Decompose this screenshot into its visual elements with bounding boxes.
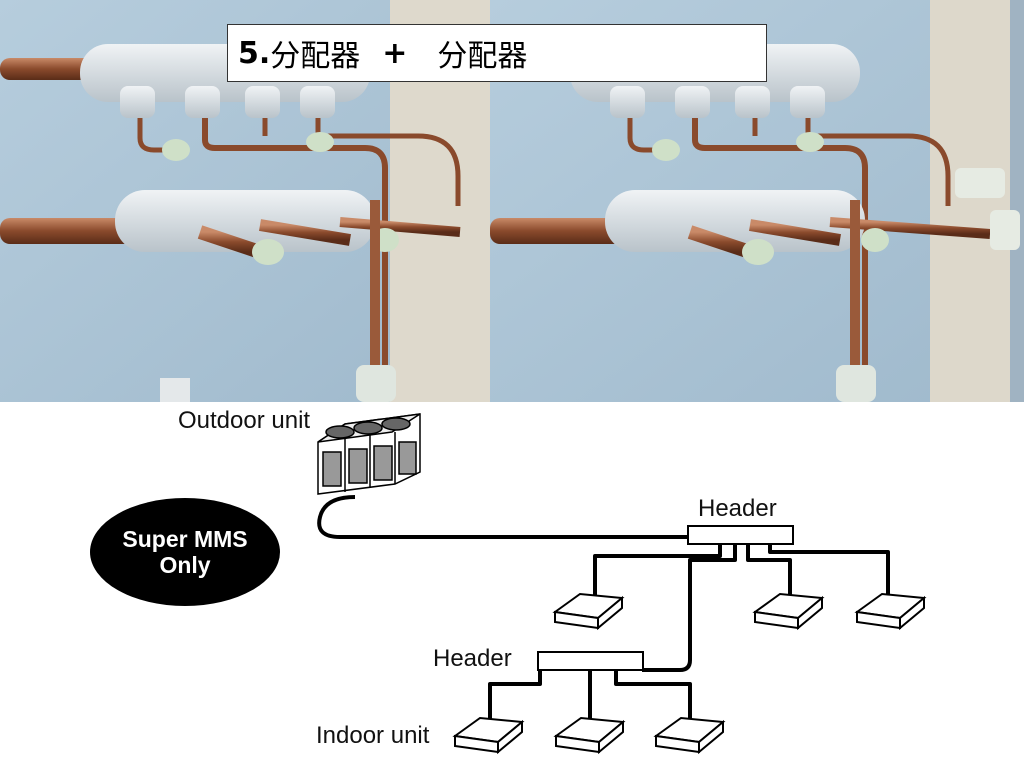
- indoor-unit-icon: [553, 716, 626, 755]
- badge-line2: Only: [159, 552, 211, 578]
- indoor-unit-icon: [752, 592, 825, 631]
- outdoor-unit-icon: [317, 413, 421, 495]
- indoor-unit-icon: [552, 592, 625, 631]
- outdoor-unit-label: Outdoor unit: [178, 407, 311, 434]
- title-part2: 分配器: [437, 39, 528, 74]
- indoor-unit-icon: [452, 716, 525, 755]
- indoor-unit-icon: [854, 592, 927, 631]
- super-mms-badge: Super MMS Only: [90, 498, 280, 606]
- title-part1: 分配器: [270, 39, 361, 74]
- header-top: [687, 525, 794, 545]
- title-number: 5.: [238, 35, 271, 71]
- header-piping-diagram: [0, 402, 1024, 768]
- badge-line1: Super MMS: [122, 526, 248, 552]
- header-bottom-label: Header: [433, 645, 512, 672]
- header-bottom: [537, 651, 644, 671]
- title-plus: +: [382, 35, 408, 71]
- slide-title: 5.分配器+分配器: [227, 24, 767, 82]
- indoor-unit-label: Indoor unit: [316, 722, 430, 749]
- indoor-unit-icon: [653, 716, 726, 755]
- header-top-label: Header: [698, 495, 777, 522]
